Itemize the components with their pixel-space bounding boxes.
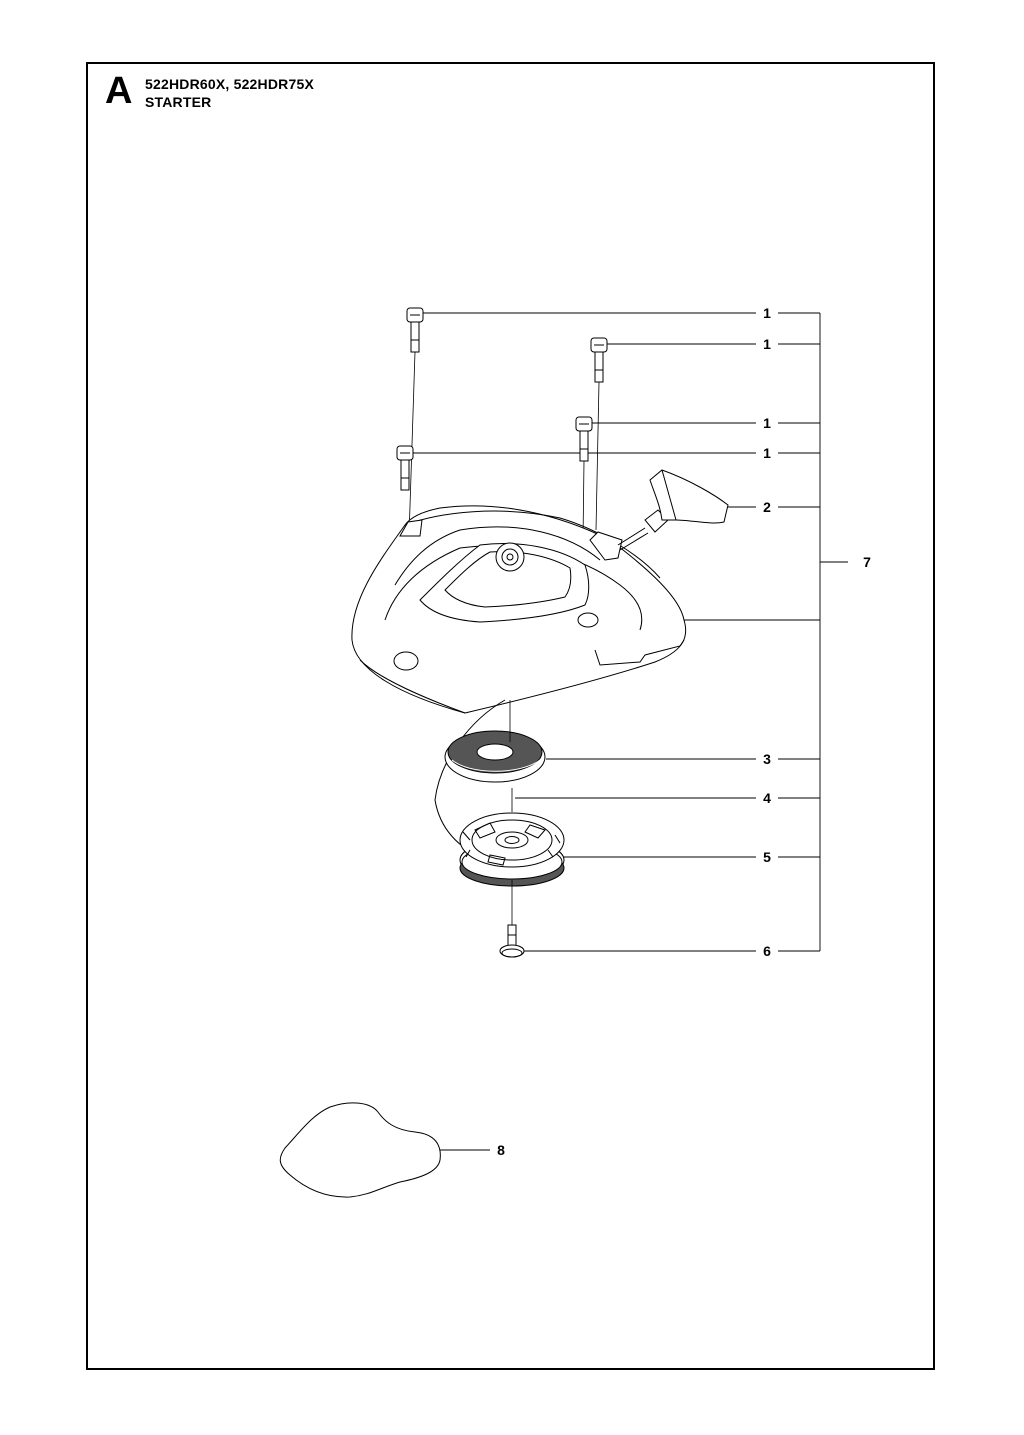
callout-4: 4 — [763, 790, 771, 806]
callout-1-b: 1 — [763, 336, 771, 352]
callout-1-a: 1 — [763, 305, 771, 321]
callout-5: 5 — [763, 849, 771, 865]
pad-part-8 — [279, 1102, 441, 1198]
callout-8: 8 — [497, 1142, 505, 1158]
page-frame — [86, 62, 935, 1370]
leader-lines — [413, 312, 848, 1151]
callout-7: 7 — [863, 554, 871, 570]
screw-part-1-b — [590, 337, 608, 531]
section-letter: A — [105, 70, 133, 112]
callout-6: 6 — [763, 943, 771, 959]
section-title: STARTER — [145, 94, 212, 110]
starter-housing — [351, 505, 687, 714]
callout-3: 3 — [763, 751, 771, 767]
center-screw — [499, 924, 525, 958]
starter-pulley — [459, 788, 565, 925]
screw-part-1-d — [396, 445, 414, 491]
starter-handle — [589, 469, 729, 561]
model-numbers: 522HDR60X, 522HDR75X — [145, 76, 314, 92]
starter-rope — [434, 699, 506, 857]
callout-1-d: 1 — [763, 445, 771, 461]
recoil-spring — [444, 700, 546, 783]
callout-2: 2 — [763, 499, 771, 515]
callout-1-c: 1 — [763, 415, 771, 431]
